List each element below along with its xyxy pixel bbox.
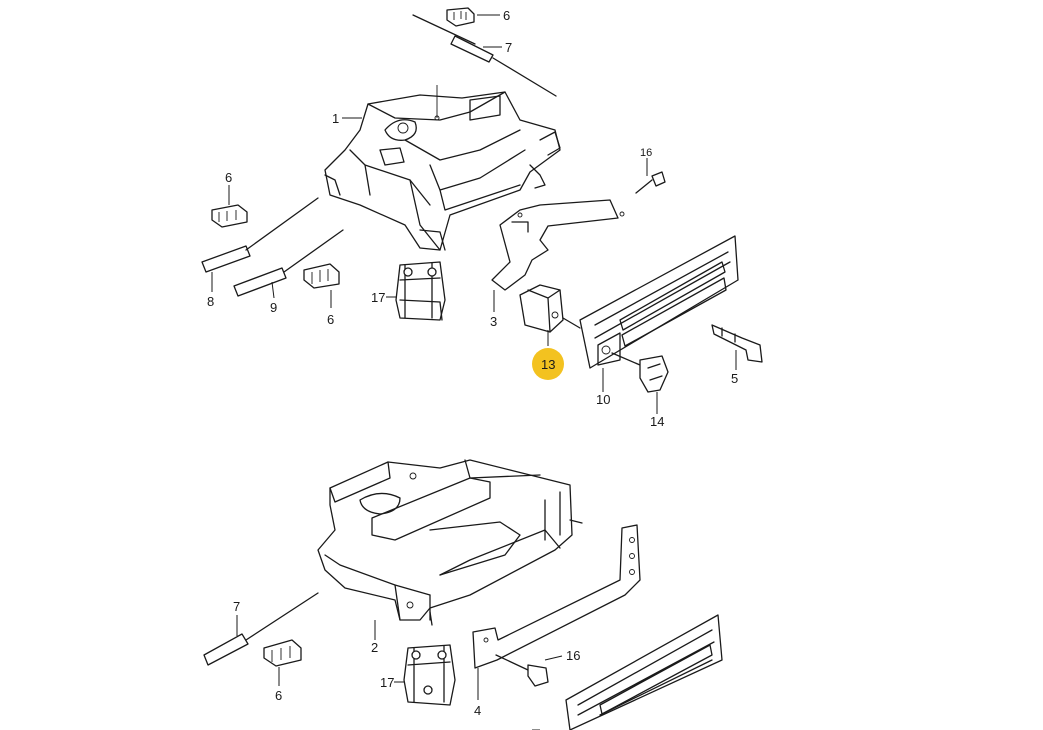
latch-part-17-top <box>395 261 446 321</box>
label-top-13[interactable]: 13 <box>541 357 555 372</box>
label-top-7: 7 <box>505 40 512 55</box>
bracket-part-3 <box>491 199 625 291</box>
pin-part-5 <box>711 324 763 363</box>
screw-part-16-top <box>635 171 666 194</box>
knob-part-14 <box>611 352 669 393</box>
frame-part-2 <box>317 459 583 626</box>
panel-part-bottom <box>565 614 723 730</box>
clip-part-left <box>211 204 248 228</box>
strut-part-7-bottom <box>203 592 319 666</box>
clip-part-top <box>446 7 475 27</box>
label-top-5: 5 <box>731 371 738 386</box>
label-top-14: 14 <box>650 414 664 429</box>
panel-part-10-top <box>579 235 739 369</box>
screw-part-16-bottom <box>495 654 549 687</box>
highlight-marker[interactable] <box>532 348 564 380</box>
label-top-3: 3 <box>490 314 497 329</box>
label-top-6b: 6 <box>225 170 232 185</box>
label-top-16: 16 <box>640 147 652 159</box>
label-top-6a: 6 <box>503 8 510 23</box>
label-bot-4: 4 <box>474 703 481 718</box>
strut-part-8 <box>201 197 319 273</box>
label-top-10: 10 <box>596 392 610 407</box>
label-top-8: 8 <box>207 294 214 309</box>
switch-part-13 <box>519 284 581 333</box>
bracket-part-4 <box>472 524 641 669</box>
label-top-6c: 6 <box>327 312 334 327</box>
label-bot-17: 17 <box>380 675 394 690</box>
strut-part-9 <box>233 229 344 297</box>
latch-part-17-bottom <box>403 644 456 706</box>
strut-part-top <box>412 14 557 97</box>
label-bot-6: 6 <box>275 688 282 703</box>
label-bot-7: 7 <box>233 599 240 614</box>
label-top-1: 1 <box>332 111 339 126</box>
label-top-9: 9 <box>270 300 277 315</box>
label-top-17: 17 <box>371 290 385 305</box>
label-bot-16: 16 <box>566 648 580 663</box>
label-bot-2: 2 <box>371 640 378 655</box>
frame-part-1 <box>324 85 561 251</box>
clip-part-mid <box>303 263 340 289</box>
clip-part-bottom <box>263 639 302 667</box>
